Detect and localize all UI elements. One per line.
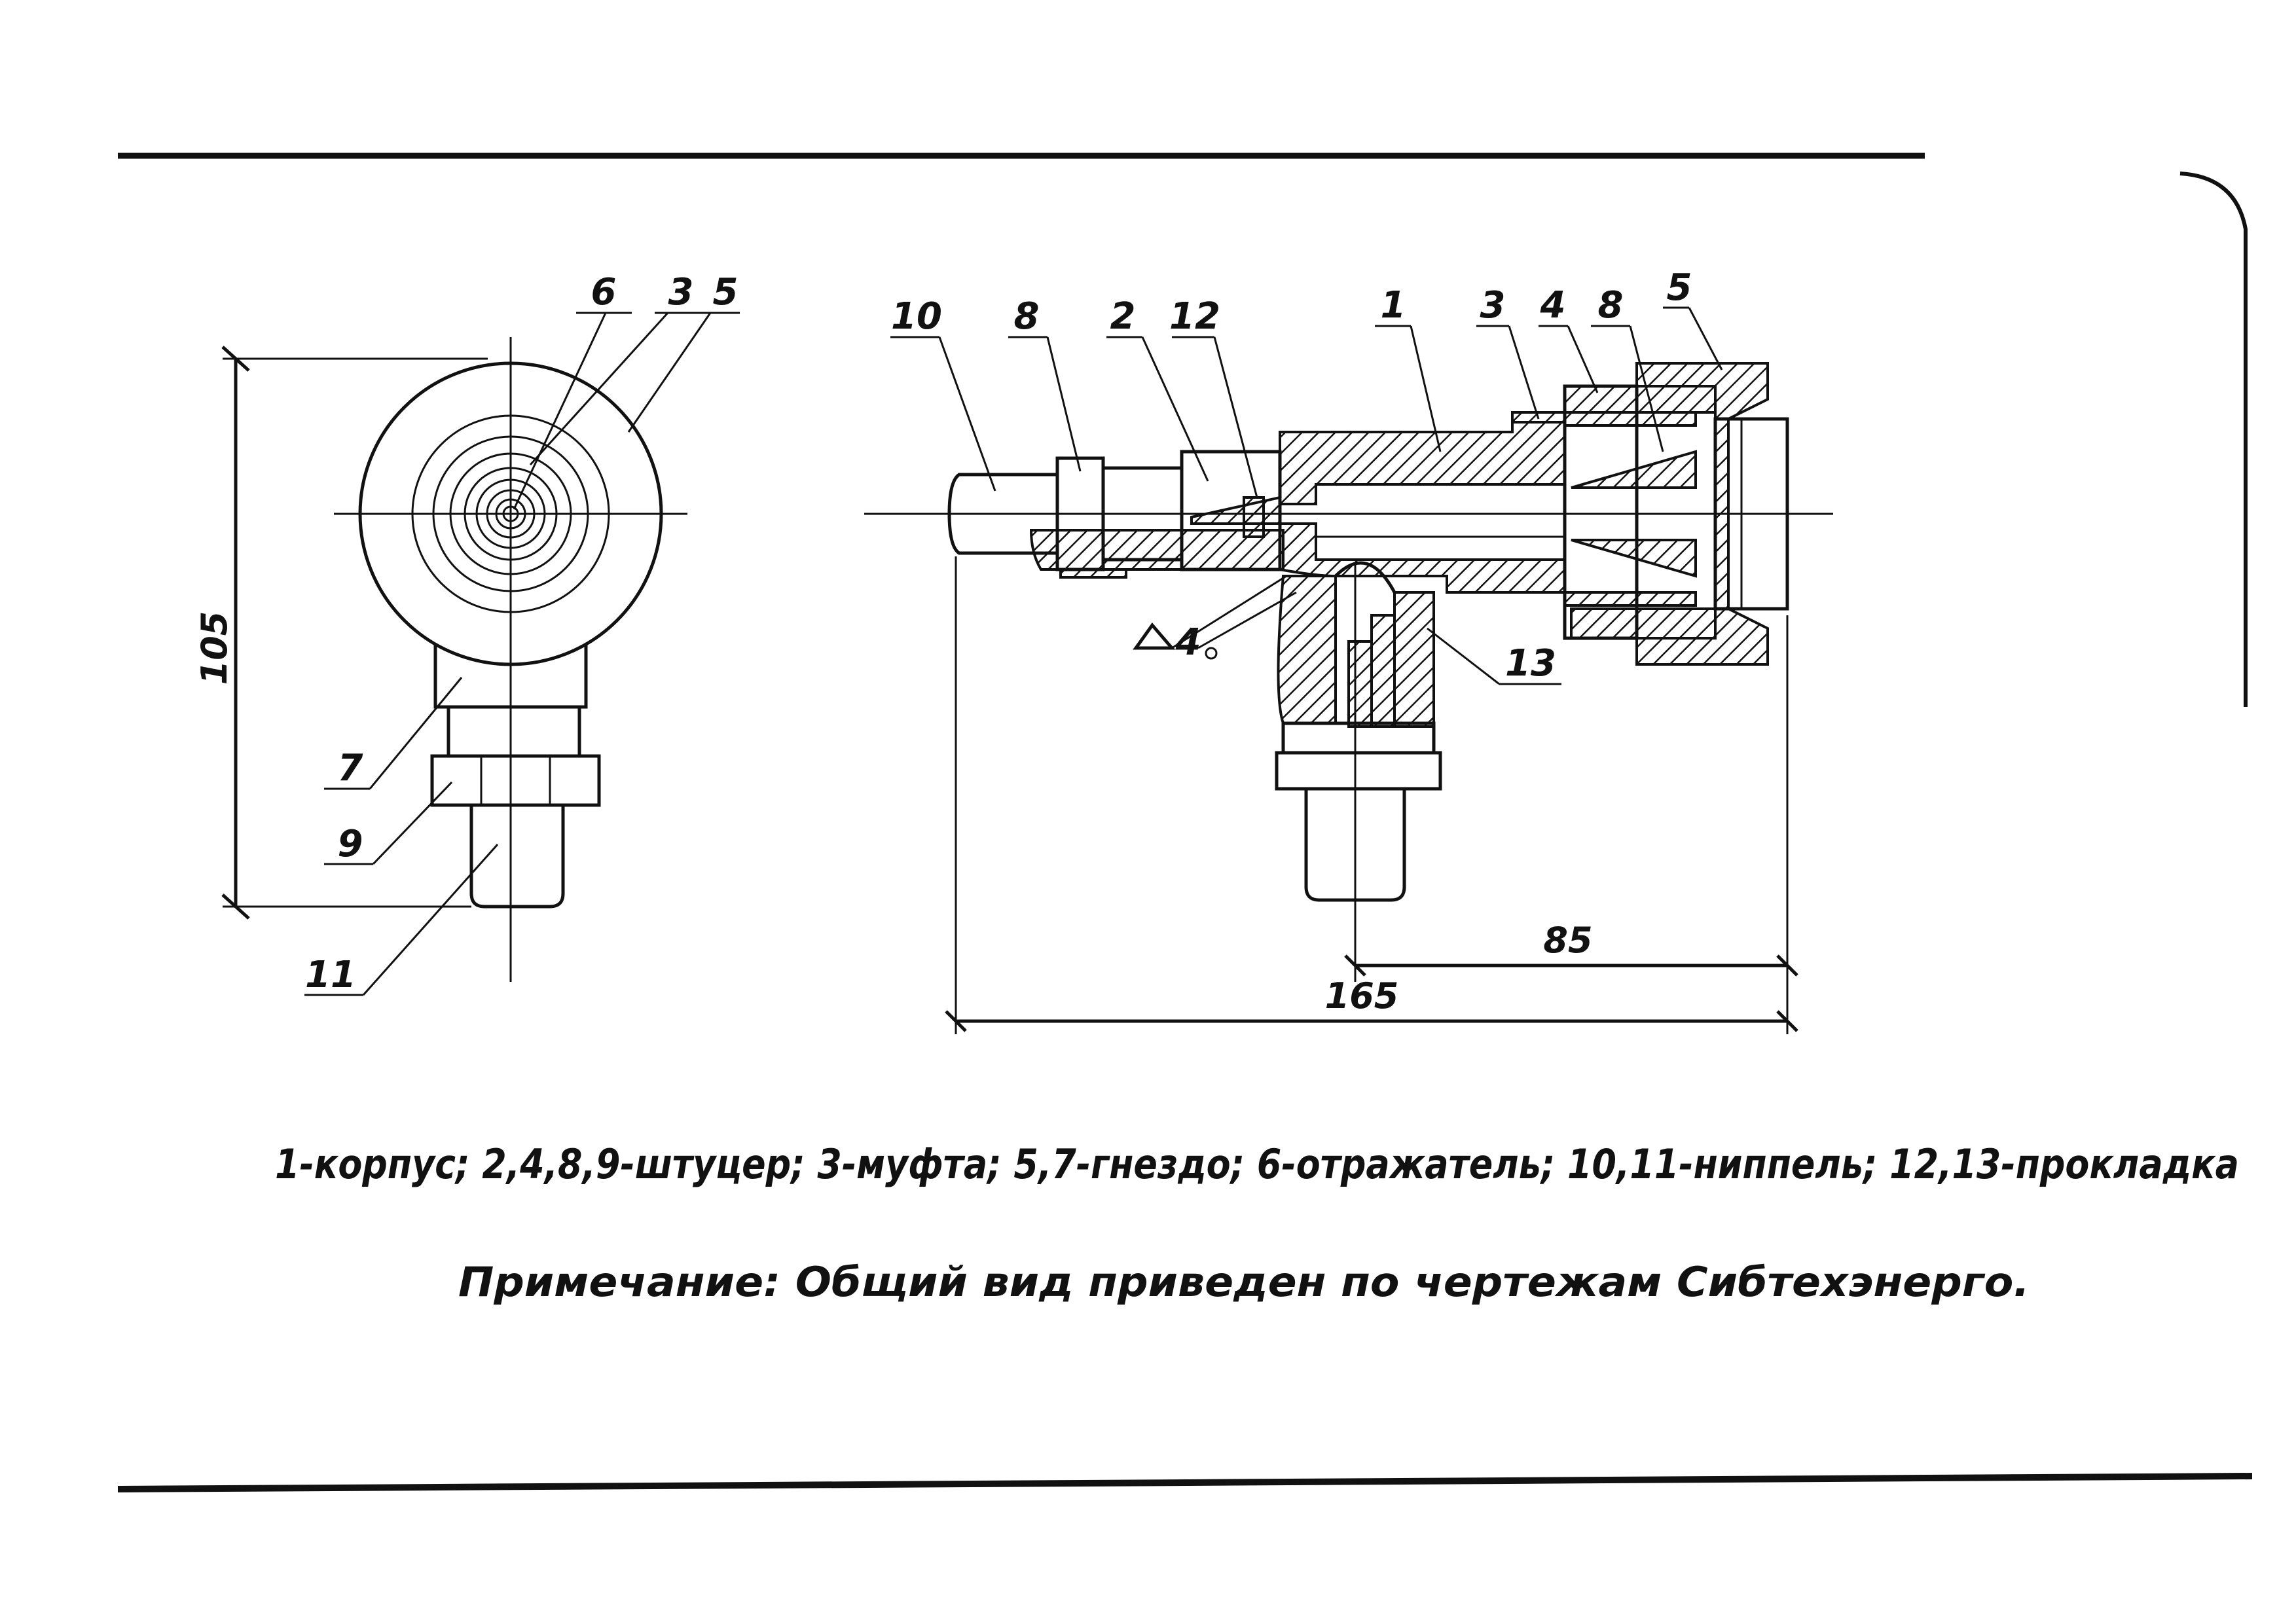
side-view-height-dimension: 105 bbox=[194, 611, 235, 685]
side-callout-9: 9 bbox=[338, 823, 363, 865]
section-callout-4: 4 bbox=[1540, 284, 1566, 327]
dimension-85: 85 bbox=[1543, 920, 1592, 961]
section-callout-3: 3 bbox=[1480, 284, 1506, 327]
section-callout-12: 12 bbox=[1169, 295, 1220, 338]
weld-symbol-leg: 4 bbox=[1175, 621, 1201, 664]
section-callout-5: 5 bbox=[1667, 266, 1692, 309]
side-callout-3: 3 bbox=[668, 271, 694, 314]
sheet-frame bbox=[117, 153, 2253, 1492]
section-callout-8-right: 8 bbox=[1598, 284, 1624, 327]
parts-legend: 1-корпус; 2,4,8,9-штуцер; 3-муфта; 5,7-г… bbox=[275, 1140, 2239, 1188]
dimension-165: 165 bbox=[1325, 975, 1399, 1017]
side-callout-11: 11 bbox=[305, 954, 356, 996]
side-callout-5: 5 bbox=[713, 271, 738, 314]
section-view: 4 10 8 2 12 1 3 4 8 5 13 bbox=[864, 266, 1833, 1034]
section-callout-1: 1 bbox=[1381, 284, 1406, 327]
section-callout-13: 13 bbox=[1505, 642, 1556, 685]
drawing-note: Примечание: Общий вид приведен по чертеж… bbox=[458, 1258, 2030, 1306]
section-callout-2: 2 bbox=[1110, 295, 1136, 338]
side-callout-7: 7 bbox=[338, 747, 363, 789]
side-view: 105 6 3 5 7 9 11 bbox=[194, 271, 740, 996]
section-callout-8-left: 8 bbox=[1014, 295, 1040, 338]
section-callout-10: 10 bbox=[891, 295, 942, 338]
side-callout-6: 6 bbox=[591, 271, 617, 314]
